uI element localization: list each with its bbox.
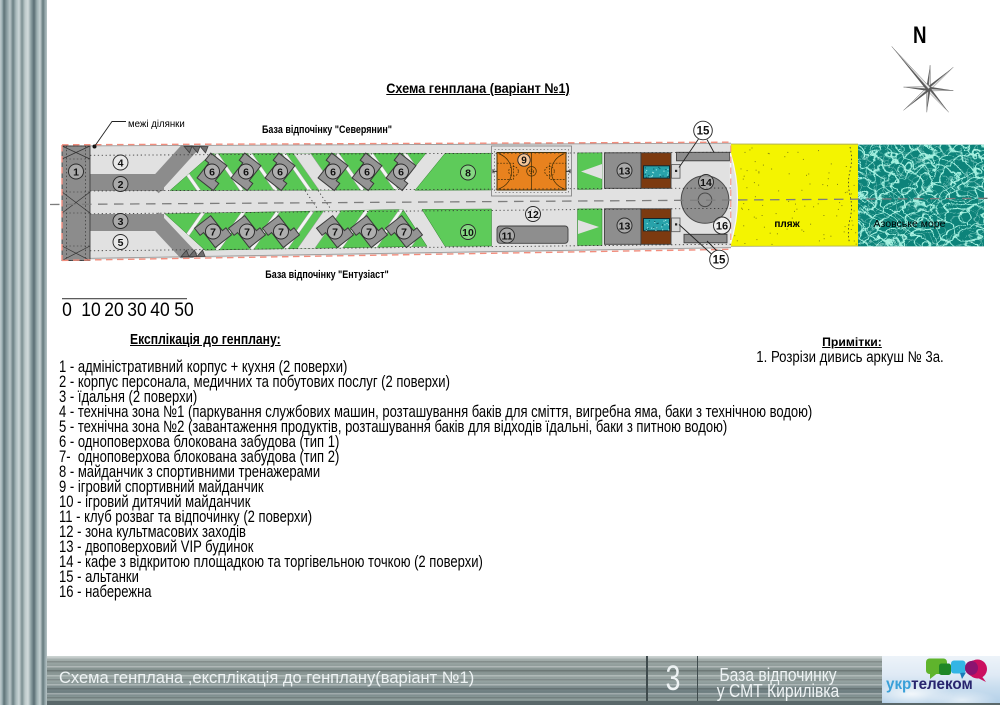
svg-text:10: 10 xyxy=(462,227,474,239)
svg-text:6: 6 xyxy=(277,166,283,178)
svg-text:14: 14 xyxy=(700,177,712,189)
svg-text:7: 7 xyxy=(278,226,284,238)
svg-text:7: 7 xyxy=(244,226,250,238)
svg-text:6: 6 xyxy=(243,166,249,178)
svg-text:3: 3 xyxy=(118,216,124,228)
svg-text:9: 9 xyxy=(521,156,527,167)
svg-text:15: 15 xyxy=(713,255,726,267)
svg-text:12: 12 xyxy=(527,209,539,221)
svg-text:11: 11 xyxy=(501,230,512,242)
svg-text:8: 8 xyxy=(465,167,471,179)
svg-text:13: 13 xyxy=(619,165,631,177)
svg-text:7: 7 xyxy=(401,226,407,238)
svg-text:5: 5 xyxy=(118,237,124,249)
svg-text:7: 7 xyxy=(332,226,338,238)
svg-text:6: 6 xyxy=(209,166,215,178)
svg-text:1: 1 xyxy=(73,166,79,178)
svg-text:4: 4 xyxy=(118,157,124,169)
svg-text:6: 6 xyxy=(398,166,404,178)
svg-text:6: 6 xyxy=(364,166,370,178)
svg-text:6: 6 xyxy=(330,166,336,178)
svg-text:2: 2 xyxy=(118,179,124,191)
svg-text:7: 7 xyxy=(366,226,372,238)
svg-text:13: 13 xyxy=(619,220,631,232)
svg-text:7: 7 xyxy=(210,226,216,238)
svg-text:15: 15 xyxy=(697,126,710,138)
svg-text:16: 16 xyxy=(716,220,728,232)
